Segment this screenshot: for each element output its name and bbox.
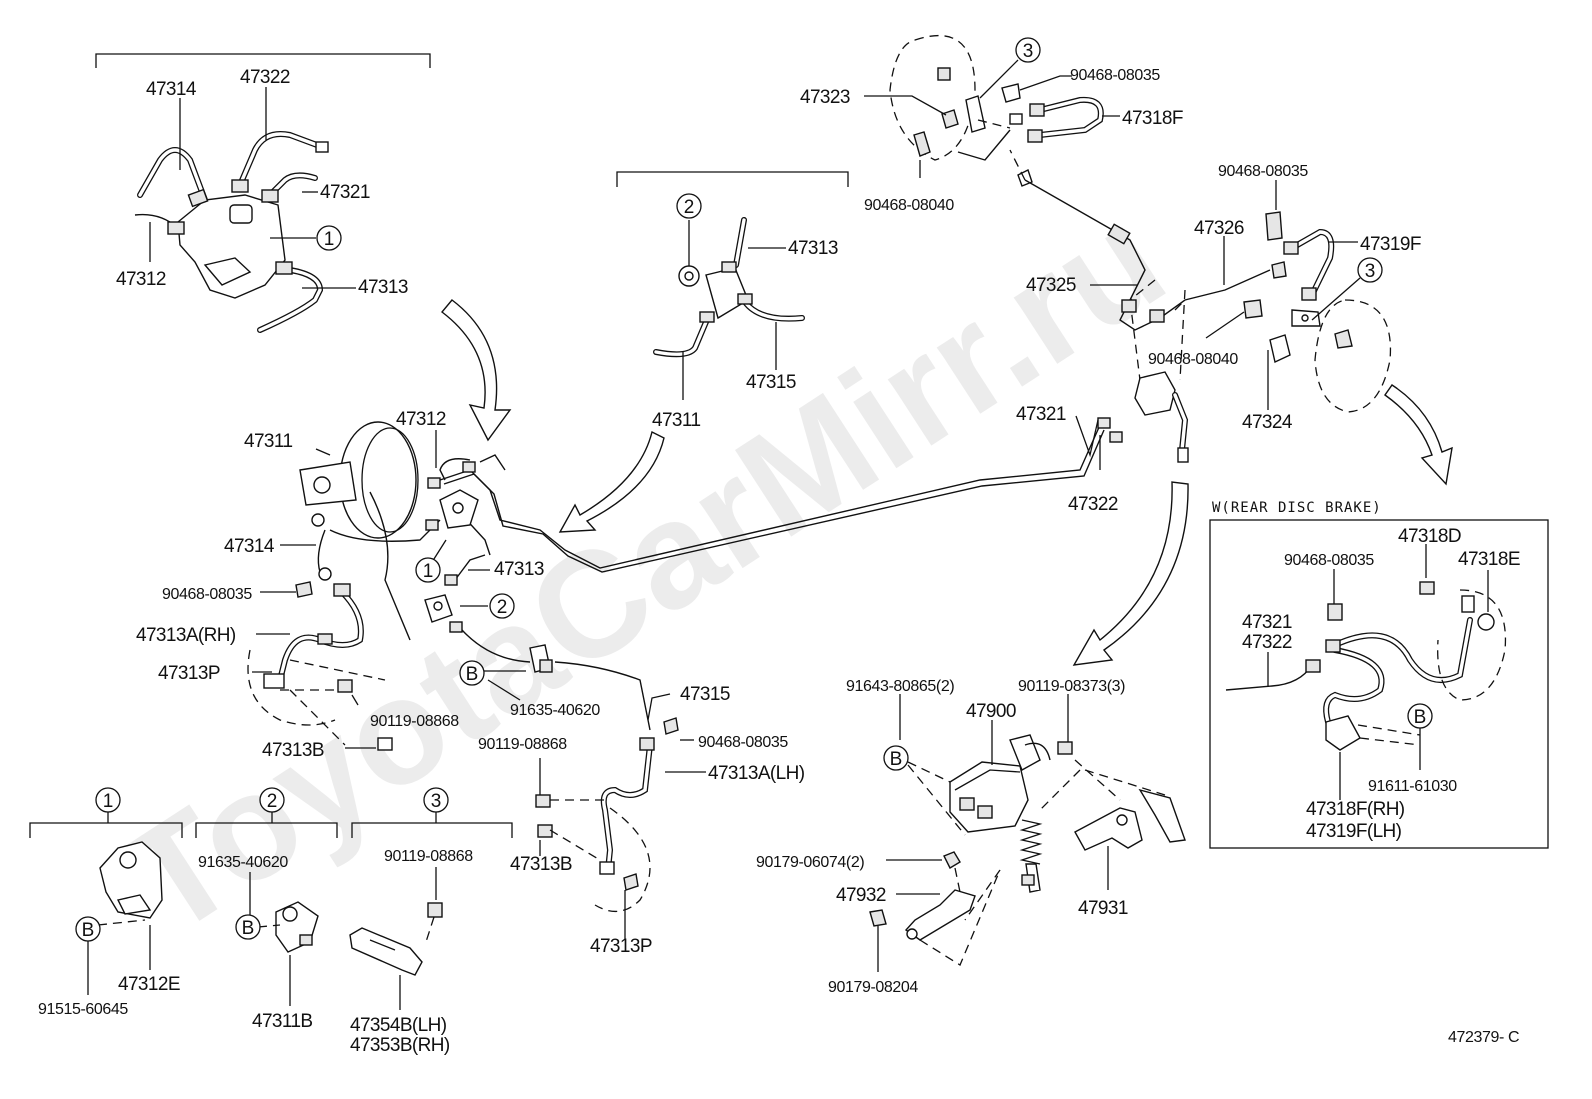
label-47313: 47313 bbox=[358, 277, 408, 298]
callout-b-inset: B bbox=[1414, 707, 1427, 728]
flow-arrow-inset bbox=[1384, 384, 1453, 486]
label-47318F-RH: 47318F(RH) bbox=[1306, 799, 1405, 820]
label-47311-main: 47311 bbox=[244, 431, 292, 452]
label-90468-08035-inset: 90468-08035 bbox=[1284, 552, 1374, 569]
callout-3-right: 3 bbox=[1365, 261, 1376, 282]
label-47315-mid: 47315 bbox=[746, 372, 796, 393]
label-91635-40620-detail: 91635-40620 bbox=[198, 854, 288, 871]
label-47313A-LH: 47313A(LH) bbox=[708, 763, 805, 784]
label-47325: 47325 bbox=[1026, 275, 1076, 296]
label-47319F-top: 47319F bbox=[1360, 234, 1421, 255]
label-91515-60645: 91515-60645 bbox=[38, 1001, 128, 1018]
label-90179-06074: 90179-06074(2) bbox=[756, 854, 864, 871]
label-47321-right: 47321 bbox=[1016, 404, 1066, 425]
label-47353B-RH: 47353B(RH) bbox=[350, 1035, 450, 1056]
label-90468-08035-right: 90468-08035 bbox=[1218, 163, 1308, 180]
callout-b-main: B bbox=[466, 664, 479, 685]
callout-2: 2 bbox=[684, 197, 695, 218]
inset-title: W(REAR DISC BRAKE) bbox=[1212, 500, 1382, 516]
group-top-middle: 2 47313 47315 47311 bbox=[616, 171, 849, 431]
label-90119-08868-main-b: 90119-08868 bbox=[478, 736, 567, 753]
label-90468-08035-main-b: 90468-08035 bbox=[698, 734, 788, 751]
label-47323: 47323 bbox=[800, 87, 850, 108]
label-47314: 47314 bbox=[146, 79, 197, 100]
label-47313-main: 47313 bbox=[494, 559, 544, 580]
label-47324: 47324 bbox=[1242, 412, 1293, 433]
detail-1: 1 B 91515-60645 47312E bbox=[29, 787, 183, 1018]
bracket-top-left bbox=[95, 53, 431, 68]
sensor-link bbox=[904, 889, 976, 941]
label-47313B-main-2: 47313B bbox=[510, 854, 572, 875]
label-47313B-main: 47313B bbox=[262, 740, 324, 761]
bracket-detail bbox=[349, 927, 423, 976]
flow-arrow-mid bbox=[558, 430, 665, 533]
callout-1-detail: 1 bbox=[103, 791, 114, 812]
group-top-right: 3 3 47323 90468-08035 47318F 90468-08040… bbox=[800, 35, 1421, 515]
label-47322-inset: 47322 bbox=[1242, 632, 1292, 653]
label-47319F-LH: 47319F(LH) bbox=[1306, 821, 1402, 842]
label-47312-main: 47312 bbox=[396, 409, 446, 430]
group-top-left: 1 47314 47322 47321 47312 47313 bbox=[95, 53, 431, 333]
label-47322-right: 47322 bbox=[1068, 494, 1118, 515]
label-47321-inset: 47321 bbox=[1242, 612, 1292, 633]
label-47315-main: 47315 bbox=[680, 684, 730, 705]
label-91611-61030: 91611-61030 bbox=[1368, 778, 1457, 795]
detail-3: 3 90119-08868 47354B(LH) 47353B(RH) bbox=[349, 787, 513, 1056]
label-47900: 47900 bbox=[966, 701, 1016, 722]
label-47326: 47326 bbox=[1194, 218, 1244, 239]
callout-3-detail: 3 bbox=[431, 791, 442, 812]
callout-b-detail1: B bbox=[82, 920, 95, 941]
valve-bracket bbox=[1074, 807, 1143, 851]
label-47932: 47932 bbox=[836, 885, 886, 906]
label-47318E: 47318E bbox=[1458, 549, 1520, 570]
callout-3-top: 3 bbox=[1023, 41, 1034, 62]
label-47313A-RH: 47313A(RH) bbox=[136, 625, 236, 646]
proportioning-valve-detail bbox=[99, 841, 163, 919]
inset-rear-disc-brake: W(REAR DISC BRAKE) B 90468-08035 47318D … bbox=[1209, 500, 1549, 849]
label-47312: 47312 bbox=[116, 269, 166, 290]
label-47313P-main: 47313P bbox=[158, 663, 220, 684]
label-47313P-main-2: 47313P bbox=[590, 936, 652, 957]
sensor-spring bbox=[1019, 819, 1043, 865]
callout-1-main: 1 bbox=[423, 561, 434, 582]
callout-2-detail: 2 bbox=[267, 791, 278, 812]
flow-arrow-right-down bbox=[1072, 481, 1189, 666]
callout-1: 1 bbox=[324, 229, 335, 250]
label-90468-08040-right: 90468-08040 bbox=[1148, 351, 1238, 368]
label-90179-08204: 90179-08204 bbox=[828, 979, 918, 996]
three-way-joint bbox=[705, 267, 749, 320]
diagram-id: 472379- C bbox=[1448, 1029, 1519, 1046]
callout-b-valve: B bbox=[890, 749, 903, 770]
label-47313-mid: 47313 bbox=[788, 238, 838, 259]
callout-b-detail2: B bbox=[242, 918, 255, 939]
label-47318D: 47318D bbox=[1398, 526, 1461, 547]
label-91635-40620-main: 91635-40620 bbox=[510, 702, 600, 719]
label-90468-08040-top: 90468-08040 bbox=[864, 197, 954, 214]
label-47931: 47931 bbox=[1078, 898, 1128, 919]
callout-2-main: 2 bbox=[497, 597, 508, 618]
label-47318F-top: 47318F bbox=[1122, 108, 1183, 129]
label-47311-mid: 47311 bbox=[652, 410, 700, 431]
proportioning-valve bbox=[177, 194, 286, 299]
label-90468-08035-top: 90468-08035 bbox=[1070, 67, 1160, 84]
label-90119-08868-detail: 90119-08868 bbox=[384, 848, 473, 865]
label-47322: 47322 bbox=[240, 67, 290, 88]
bracket-top-middle bbox=[616, 171, 849, 187]
label-91643-80865: 91643-80865(2) bbox=[846, 678, 954, 695]
label-47311B: 47311B bbox=[252, 1011, 313, 1032]
label-47312E: 47312E bbox=[118, 974, 180, 995]
group-load-sensing-valve: B 91643-80865(2) 90119-08373(3) 47900 90… bbox=[756, 678, 1186, 996]
label-47321: 47321 bbox=[320, 182, 370, 203]
label-90468-08035-main: 90468-08035 bbox=[162, 586, 252, 603]
detail-2: 2 B 91635-40620 47311B bbox=[195, 787, 338, 1032]
load-sensing-valve bbox=[949, 761, 1029, 833]
label-47354B-LH: 47354B(LH) bbox=[350, 1015, 447, 1036]
group-main-left: 1 2 B 47311 47312 47314 47313 90468-0803… bbox=[136, 409, 1105, 957]
label-90119-08373: 90119-08373(3) bbox=[1018, 678, 1125, 695]
inset-frame bbox=[1209, 519, 1549, 849]
flow-arrow-left bbox=[440, 299, 512, 442]
label-47314-main: 47314 bbox=[224, 536, 275, 557]
label-90119-08868-main: 90119-08868 bbox=[370, 713, 459, 730]
